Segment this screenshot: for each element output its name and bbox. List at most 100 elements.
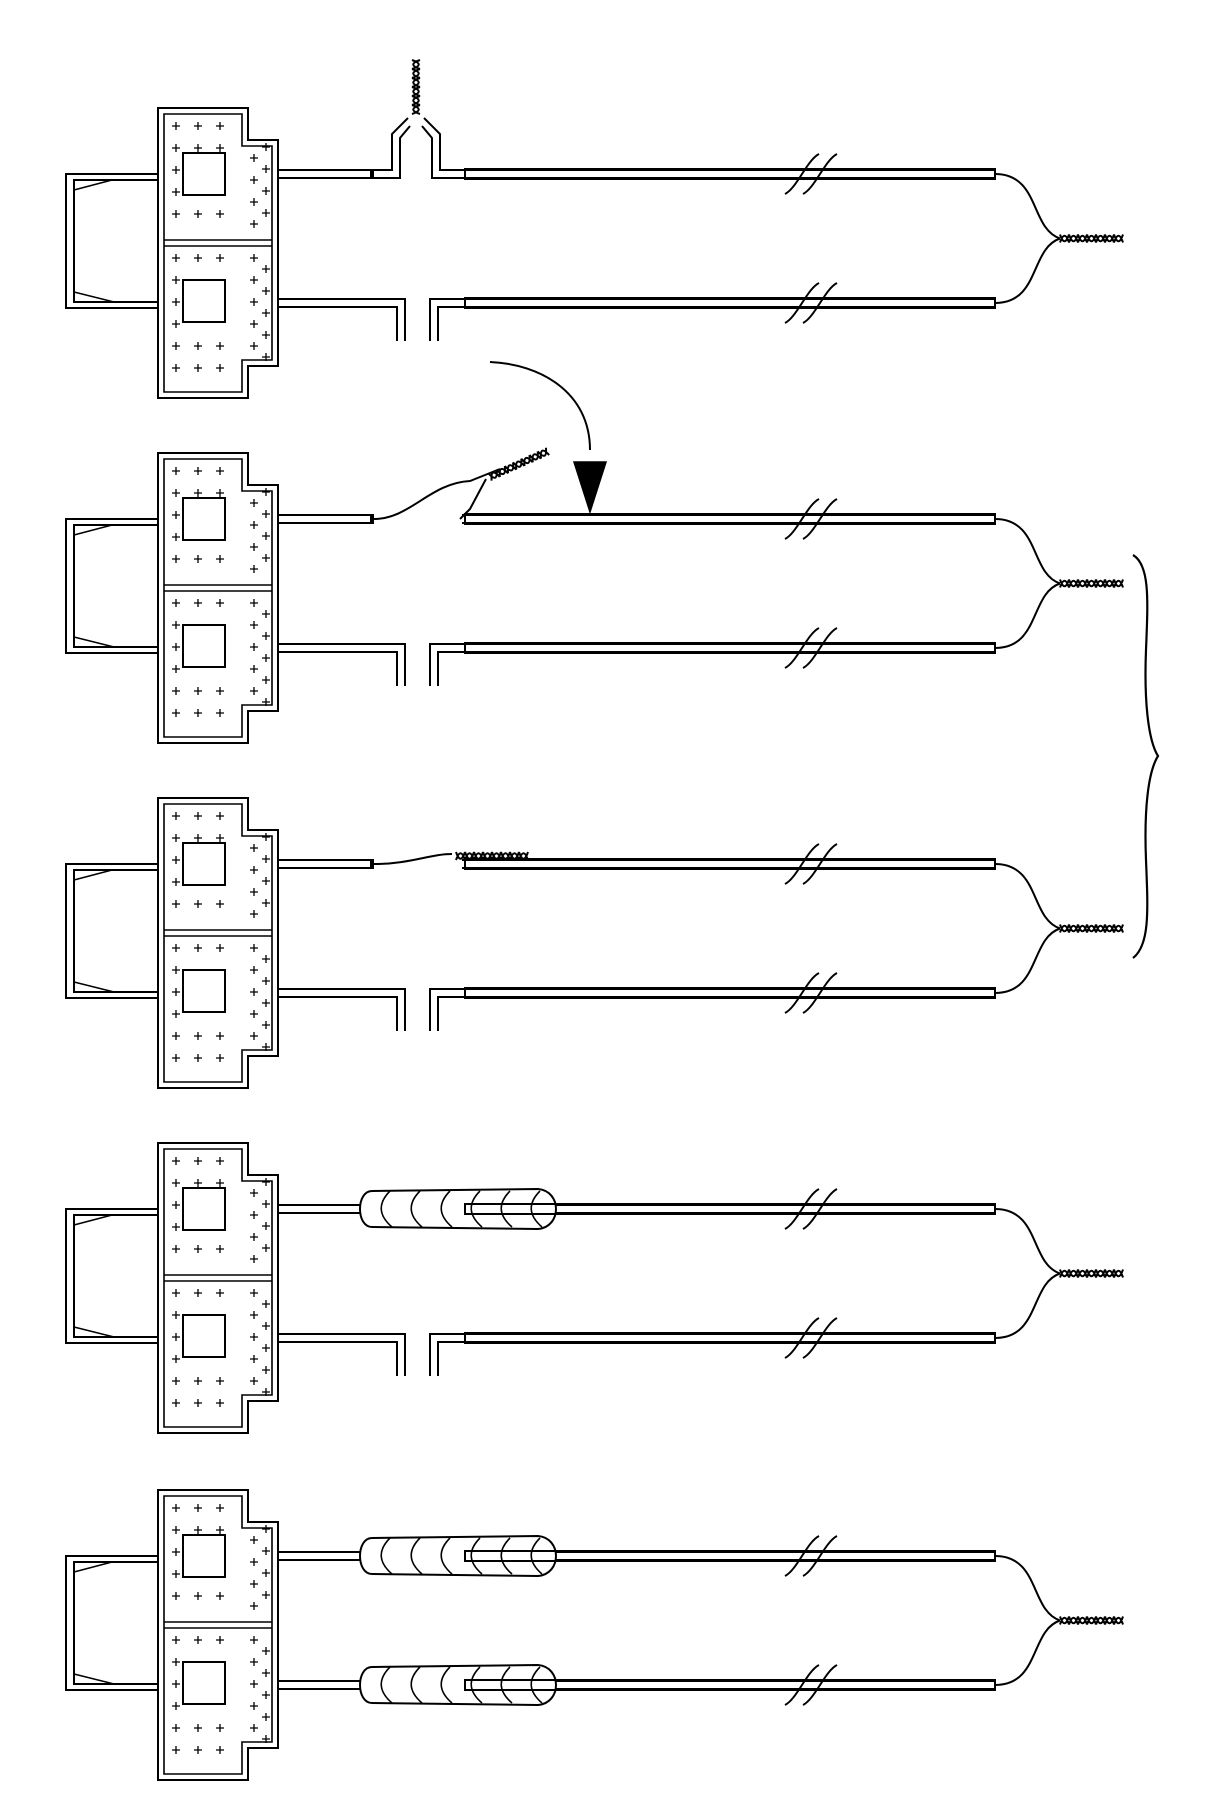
step-4	[65, 1142, 1124, 1434]
twisted-pair-end	[1059, 579, 1124, 588]
open-wire-end-left	[370, 643, 406, 686]
pigtail-upper	[994, 863, 1061, 930]
lead-upper	[278, 859, 370, 869]
wire-break-mark	[802, 627, 838, 669]
wire-lower	[465, 298, 995, 308]
lead-upper	[278, 169, 370, 179]
twisted-strands	[487, 447, 550, 481]
connector-bracket	[65, 1208, 159, 1344]
open-wire-end-right	[429, 988, 465, 1031]
step-2	[65, 361, 1124, 744]
wire-break-mark	[784, 1664, 820, 1706]
lead-lower	[278, 988, 370, 998]
tape-wrap-line	[530, 1537, 543, 1575]
connector	[157, 107, 279, 399]
connector-bracket	[65, 518, 159, 654]
wire-break-mark	[784, 282, 820, 324]
wire-lower	[465, 988, 995, 998]
lead-lower	[278, 298, 370, 308]
pigtail-lower	[994, 237, 1061, 304]
tape-wrap	[359, 1534, 557, 1578]
wire-break-mark	[784, 972, 820, 1014]
grouping-brace	[1132, 554, 1160, 959]
wire-upper	[462, 859, 995, 869]
open-wire-end-left	[370, 298, 406, 341]
tape-wrap-line	[380, 1190, 393, 1228]
wire-break-mark	[802, 1188, 838, 1230]
open-wire-end-left	[370, 988, 406, 1031]
tape-wrap-line	[470, 1666, 483, 1704]
open-wire-end-right	[429, 298, 465, 341]
pigtail-lower	[994, 1272, 1061, 1339]
lead-upper	[278, 1204, 370, 1214]
tape-wrap-line	[500, 1537, 513, 1575]
wire-break-mark	[802, 1535, 838, 1577]
pigtail-upper	[994, 518, 1061, 585]
tape-wrap-line	[500, 1666, 513, 1704]
wire-upper	[465, 169, 995, 179]
tape-wrap-line	[530, 1666, 543, 1704]
wire-break-mark	[784, 1188, 820, 1230]
lead-end	[370, 514, 374, 524]
wire-break-mark	[784, 627, 820, 669]
connector-bracket	[65, 863, 159, 999]
tape-wrap-line	[410, 1537, 423, 1575]
pigtail-upper	[994, 173, 1061, 240]
open-wire-end-right	[429, 643, 465, 686]
lead-lower	[278, 1680, 370, 1690]
connector-bracket	[65, 1555, 159, 1691]
connector	[157, 1489, 279, 1781]
wire-strand-left	[373, 853, 453, 865]
wire-end-up-left	[374, 117, 411, 179]
twisted-pair-end	[1059, 234, 1124, 243]
wire-break-mark	[784, 843, 820, 885]
pigtail-lower	[994, 927, 1061, 994]
connector	[157, 1142, 279, 1434]
tape-wrap-line	[380, 1666, 393, 1704]
step-1	[65, 59, 1124, 399]
pigtail-lower	[994, 582, 1061, 649]
step-3	[65, 797, 1124, 1089]
tape-wrap-line	[410, 1666, 423, 1704]
wire-break-mark	[802, 153, 838, 195]
twisted-pair-end	[1059, 924, 1124, 933]
lead-upper	[278, 1551, 370, 1561]
pigtail-lower	[994, 1619, 1061, 1686]
tape-wrap-line	[440, 1666, 453, 1704]
tape-wrap-line	[500, 1190, 513, 1228]
connector	[157, 452, 279, 744]
open-wire-end-right	[429, 1333, 465, 1376]
twisted-strands-loop	[411, 59, 421, 115]
tape-wrap-line	[440, 1537, 453, 1575]
tape-wrap-line	[530, 1190, 543, 1228]
wire-break-mark	[802, 1317, 838, 1359]
connector-bracket	[65, 173, 159, 309]
lead-upper	[278, 514, 370, 524]
tape-wrap	[359, 1663, 557, 1707]
wire-break-mark	[802, 843, 838, 885]
wire-break-mark	[802, 1664, 838, 1706]
wire-lower	[465, 643, 995, 653]
tape-wrap-line	[380, 1537, 393, 1575]
tape-wrap-line	[440, 1190, 453, 1228]
wire-break-mark	[784, 153, 820, 195]
step-arrow	[489, 361, 591, 451]
step-5	[65, 1489, 1124, 1781]
tape-wrap-line	[410, 1190, 423, 1228]
wire-lower	[465, 1333, 995, 1343]
wire-break-mark	[802, 972, 838, 1014]
tape-wrap-line	[470, 1190, 483, 1228]
wire-break-mark	[784, 498, 820, 540]
wire-upper	[462, 514, 995, 524]
tape-wrap-line	[470, 1537, 483, 1575]
connector	[157, 797, 279, 1089]
twisted-pair-end	[1059, 1269, 1124, 1278]
lead-lower	[278, 643, 370, 653]
twisted-strands	[411, 59, 421, 115]
wire-break-mark	[784, 1535, 820, 1577]
wire-end-up-right	[421, 117, 465, 179]
wire-break-mark	[802, 282, 838, 324]
open-wire-end-left	[370, 1333, 406, 1376]
twisted-pair-end	[1059, 1616, 1124, 1625]
